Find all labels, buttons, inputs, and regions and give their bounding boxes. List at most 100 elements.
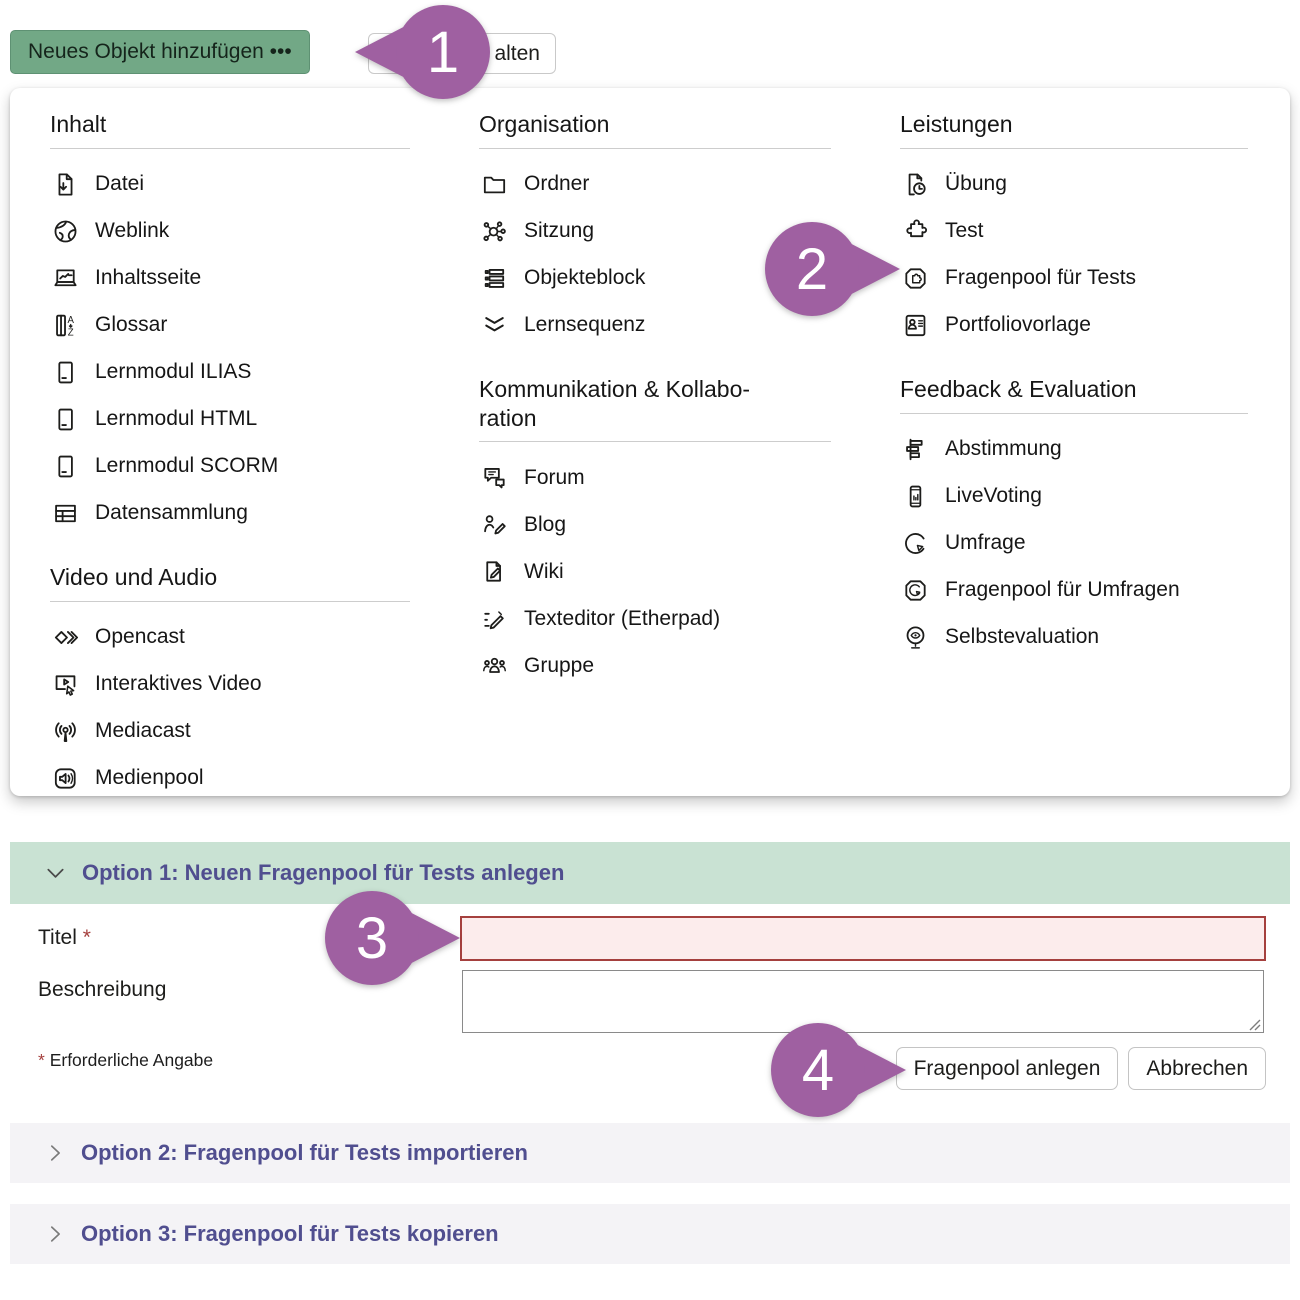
menu-item-livevoting[interactable]: LiveVoting (900, 473, 1248, 520)
menu-item-lernmodul-scorm[interactable]: Lernmodul SCORM (50, 443, 410, 490)
title-label: Titel * (38, 926, 91, 950)
menu-item-label: Test (945, 219, 984, 243)
menu-group-title-text: Leistungen (900, 111, 1013, 137)
menu-item-label: Gruppe (524, 653, 595, 677)
menu-item-lernmodul-html[interactable]: Lernmodul HTML (50, 396, 410, 443)
menu-item-fragenpool-fur-umfragen[interactable]: Fragenpool für Umfragen (900, 567, 1248, 614)
menu-item-label: Mediacast (95, 719, 191, 742)
menu-group-title-text: Organisation (479, 111, 610, 137)
menu-item-label: LiveVoting (945, 484, 1042, 507)
menu-item-label: Texteditor (Etherpad) (524, 606, 721, 630)
menu-item-label: Blog (524, 512, 567, 536)
menu-item-label: Datensammlung (95, 501, 248, 525)
menu-item-texteditor-etherpad[interactable]: Texteditor (Etherpad) (479, 595, 831, 642)
folder-icon (479, 169, 509, 199)
option-3-header[interactable]: Option 3: Fragenpool für Tests kopieren (10, 1204, 1290, 1264)
menu-group-title: Inhalt (50, 108, 410, 149)
menu-item-label: Lernmodul ILIAS (95, 360, 252, 384)
menu-group-title: Feedback & Evaluation (900, 373, 1248, 414)
option-1-header[interactable]: Option 1: Neuen Fragenpool für Tests anl… (10, 842, 1290, 904)
menu-item-lernsequenz[interactable]: Lernsequenz (479, 302, 831, 349)
description-label-text: Beschreibung (38, 978, 167, 1001)
chevron-down-icon (44, 862, 67, 885)
menu-item-label: Opencast (95, 625, 185, 648)
learning-module-icon (50, 451, 80, 481)
menu-item-opencast[interactable]: Opencast (50, 614, 410, 661)
menu-item-fragenpool-fur-tests[interactable]: Fragenpool für Tests (900, 255, 1248, 302)
menu-item-label: Fragenpool für Tests (945, 266, 1137, 290)
exercise-icon (900, 169, 930, 199)
content-page-icon (50, 263, 80, 293)
description-label: Beschreibung (38, 978, 166, 1002)
menu-item-label: Portfoliovorlage (945, 313, 1091, 337)
menu-item-label: Weblink (95, 219, 170, 243)
menu-group-title: Video und Audio (50, 561, 410, 602)
option-1-title: Option 1: Neuen Fragenpool für Tests anl… (82, 860, 565, 885)
required-note-asterisk: * (38, 1050, 45, 1070)
menu-item-weblink[interactable]: Weblink (50, 208, 410, 255)
self-evaluation-icon (900, 622, 930, 652)
puzzle-icon (900, 216, 930, 246)
menu-item-label: Ordner (524, 172, 590, 196)
menu-item-inhaltsseite[interactable]: Inhaltsseite (50, 255, 410, 302)
blog-icon (479, 510, 509, 540)
required-note: * Erforderliche Angabe (38, 1050, 213, 1071)
menu-item-test[interactable]: Test (900, 208, 1248, 255)
menu-item-sitzung[interactable]: Sitzung (479, 208, 831, 255)
menu-item-ubung[interactable]: Übung (900, 161, 1248, 208)
create-question-pool-button[interactable]: Fragenpool anlegen (895, 1047, 1119, 1090)
cancel-button[interactable]: Abbrechen (1128, 1047, 1266, 1090)
menu-item-forum[interactable]: Forum (479, 454, 831, 501)
menu-item-abstimmung[interactable]: Abstimmung (900, 426, 1248, 473)
menu-item-label: Übung (945, 172, 1007, 196)
menu-group-title-text: Kommunikation & Kollabo­ration (479, 375, 751, 431)
wiki-icon (479, 557, 509, 587)
menu-group-title: Organisation (479, 108, 831, 149)
menu-item-label: Inhaltsseite (95, 266, 202, 290)
textarea-resize-handle[interactable] (1248, 1018, 1261, 1031)
menu-item-portfoliovorlage[interactable]: Portfoliovorlage (900, 302, 1248, 349)
menu-item-label: Lernsequenz (524, 313, 646, 337)
menu-item-datei[interactable]: Datei (50, 161, 410, 208)
chevron-right-icon (44, 1223, 66, 1245)
menu-item-medienpool[interactable]: Medienpool (50, 755, 410, 802)
option-2-header[interactable]: Option 2: Fragenpool für Tests importier… (10, 1123, 1290, 1183)
menu-item-blog[interactable]: Blog (479, 501, 831, 548)
opencast-icon (50, 622, 80, 652)
menu-item-label: Interaktives Video (95, 672, 262, 695)
menu-item-label: Datei (95, 172, 145, 196)
menu-item-umfrage[interactable]: Umfrage (900, 520, 1248, 567)
question-pool-survey-icon (900, 575, 930, 605)
learning-module-icon (50, 357, 80, 387)
description-textarea[interactable] (462, 970, 1264, 1033)
required-asterisk: * (82, 926, 91, 949)
menu-item-label: Wiki (524, 559, 564, 583)
menu-item-selbstevaluation[interactable]: Selbstevaluation (900, 614, 1248, 661)
menu-item-mediacast[interactable]: Mediacast (50, 708, 410, 755)
learning-module-icon (50, 404, 80, 434)
menu-item-label: Sitzung (524, 219, 595, 243)
menu-item-label: Umfrage (945, 531, 1026, 554)
menu-item-gruppe[interactable]: Gruppe (479, 642, 831, 689)
menu-item-ordner[interactable]: Ordner (479, 161, 831, 208)
partially-hidden-button[interactable]: alten (368, 33, 556, 74)
menu-item-wiki[interactable]: Wiki (479, 548, 831, 595)
menu-item-lernmodul-ilias[interactable]: Lernmodul ILIAS (50, 349, 410, 396)
menu-item-interaktives-video[interactable]: Interaktives Video (50, 661, 410, 708)
title-input[interactable] (460, 916, 1266, 961)
survey-icon (900, 528, 930, 558)
live-voting-icon (900, 481, 930, 511)
group-icon (479, 651, 509, 681)
menu-item-datensammlung[interactable]: Datensammlung (50, 490, 410, 537)
required-note-text: Erforderliche Angabe (49, 1050, 214, 1070)
menu-item-objekteblock[interactable]: Objekteblock (479, 255, 831, 302)
add-new-object-button[interactable]: Neues Objekt hinzufügen ••• (10, 30, 310, 74)
text-editor-icon (479, 604, 509, 634)
